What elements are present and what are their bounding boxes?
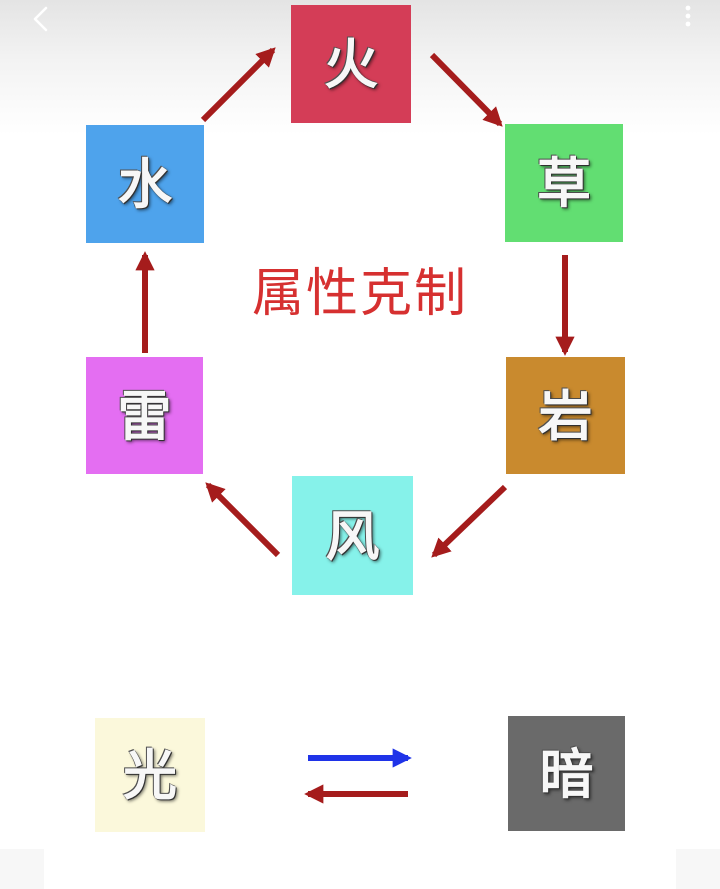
arrow-rock-to-wind bbox=[431, 484, 508, 558]
tile-grass: 草 bbox=[505, 124, 623, 242]
back-icon[interactable] bbox=[28, 6, 54, 32]
tile-grass-label: 草 bbox=[537, 151, 591, 215]
arrow-water-to-fire bbox=[200, 47, 276, 123]
tile-wind: 风 bbox=[292, 476, 413, 595]
tile-fire-label: 火 bbox=[324, 32, 378, 96]
tile-water-label: 水 bbox=[118, 152, 172, 216]
more-icon[interactable] bbox=[684, 4, 692, 28]
tile-thunder: 雷 bbox=[86, 357, 203, 474]
arrow-fire-to-grass bbox=[429, 52, 503, 127]
tile-light: 光 bbox=[95, 718, 205, 832]
bottom-edge-right bbox=[676, 849, 720, 889]
diagram-title: 属性克制 bbox=[251, 264, 468, 324]
tile-wind-label: 风 bbox=[325, 503, 380, 568]
tile-light-label: 光 bbox=[123, 743, 177, 807]
bottom-edge-left bbox=[0, 849, 44, 889]
tile-fire: 火 bbox=[291, 5, 411, 123]
arrow-wind-to-thunder bbox=[205, 482, 281, 558]
tile-water: 水 bbox=[86, 125, 204, 243]
tile-rock-label: 岩 bbox=[538, 383, 593, 448]
tile-rock: 岩 bbox=[506, 357, 625, 474]
tile-dark: 暗 bbox=[508, 716, 625, 831]
tile-dark-label: 暗 bbox=[539, 741, 594, 806]
tile-thunder-label: 雷 bbox=[117, 383, 172, 448]
